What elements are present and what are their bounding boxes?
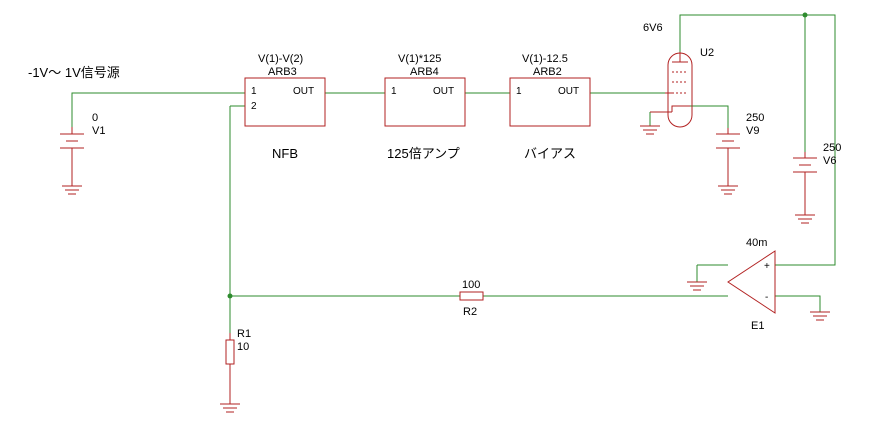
ground-e1-left — [687, 281, 707, 291]
source-label: -1V～ 1V信号源 — [28, 65, 120, 80]
wire-plate-to-v6[interactable] — [679, 14, 806, 152]
v9-value: 250 — [746, 112, 764, 124]
arb4-expr: V(1)*125 — [398, 53, 441, 65]
e1-gain: 40m — [746, 237, 767, 249]
arb3-expr: V(1)-V(2) — [258, 53, 303, 65]
resistor-r2[interactable] — [459, 291, 484, 301]
e1-minus: - — [765, 292, 768, 303]
u2-tube: 6V6 — [643, 22, 663, 34]
v1-value: 0 — [92, 112, 98, 124]
v6-value: 250 — [823, 142, 841, 154]
wire-e1-gnd-left[interactable] — [696, 264, 728, 282]
arb3-out: OUT — [293, 86, 314, 97]
wire-plate-to-e1[interactable] — [775, 14, 836, 266]
r2-value: 100 — [462, 279, 480, 291]
tube-u2[interactable] — [650, 52, 693, 128]
wire-e1-gnd-right[interactable] — [775, 295, 821, 312]
source-v9[interactable] — [716, 128, 740, 195]
wire-feedback-node[interactable] — [229, 105, 245, 333]
arb3-pin1: 1 — [251, 86, 257, 97]
r1-value: 10 — [237, 341, 249, 353]
junction-plate — [802, 12, 808, 18]
junction-feedback — [227, 293, 233, 299]
arb3-block[interactable] — [244, 77, 326, 127]
arb2-caption: バイアス — [524, 146, 576, 161]
ground-e1-right — [810, 311, 830, 321]
arb3-ref: ARB3 — [268, 66, 297, 78]
resistor-r1[interactable] — [220, 333, 240, 413]
wires — [71, 12, 836, 333]
source-v6[interactable] — [793, 152, 817, 224]
arb2-block[interactable] — [509, 77, 591, 127]
r2-ref: R2 — [463, 306, 477, 318]
arb2-out: OUT — [558, 86, 579, 97]
v9-ref: V9 — [746, 125, 759, 137]
e1-plus: + — [764, 261, 770, 272]
r1-ref: R1 — [237, 328, 251, 340]
e1-ref: E1 — [751, 320, 764, 332]
u2-ref: U2 — [700, 47, 714, 59]
arb4-block[interactable] — [384, 77, 466, 127]
arb3-pin2: 2 — [251, 101, 257, 112]
wire-u2-screen[interactable] — [690, 105, 729, 128]
arb4-out: OUT — [433, 86, 454, 97]
v1-ref: V1 — [92, 125, 105, 137]
ground-u2 — [640, 125, 660, 135]
arb4-pin1: 1 — [391, 86, 397, 97]
arb2-ref: ARB2 — [533, 66, 562, 78]
arb3-caption: NFB — [272, 146, 298, 161]
arb2-pin1: 1 — [516, 86, 522, 97]
arb4-caption: 125倍アンプ — [387, 146, 460, 161]
arb2-expr: V(1)-12.5 — [522, 53, 568, 65]
v6-ref: V6 — [823, 155, 836, 167]
arb4-ref: ARB4 — [410, 66, 439, 78]
source-v1[interactable] — [60, 127, 84, 195]
controlled-source-e1[interactable] — [727, 250, 776, 314]
wire-v1-to-arb3[interactable] — [71, 92, 245, 127]
